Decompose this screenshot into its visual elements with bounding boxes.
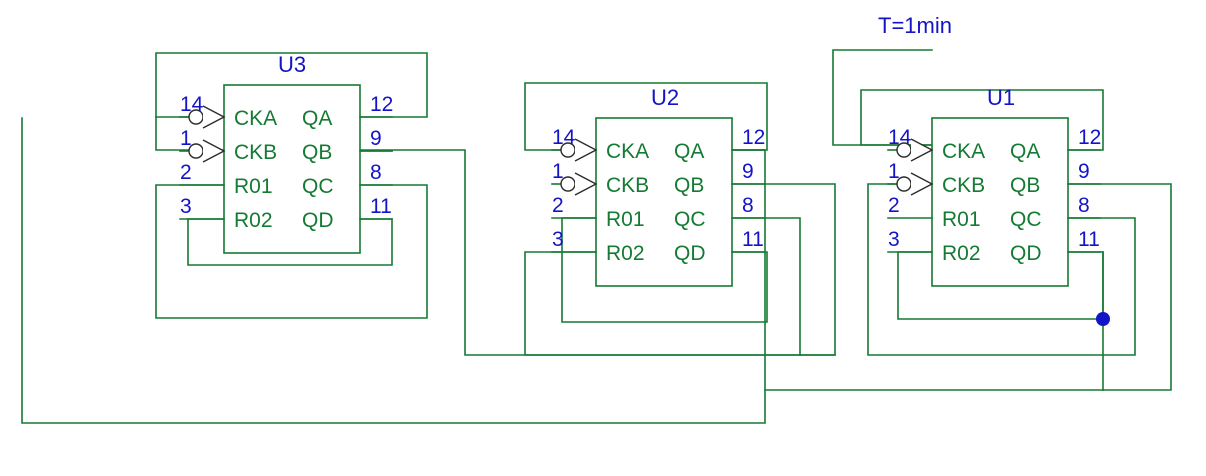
wire-u1-qd-to-r02: [1067, 251, 1104, 320]
pin-label-u1-r02: R02: [942, 242, 981, 265]
junction-dot-qb-u1-tap: [1096, 312, 1110, 326]
pin-number-u2-qc: 8: [742, 194, 754, 217]
pin-label-u1-qd: QD: [1010, 242, 1042, 265]
ic-body-u2: [595, 117, 733, 287]
pin-number-u1-ckb: 1: [888, 160, 900, 183]
pin-label-u1-qb: QB: [1010, 174, 1040, 197]
pin-label-u1-qa: QA: [1010, 140, 1040, 163]
pin-label-u2-qc: QC: [674, 208, 706, 231]
pin-number-u3-qa: 12: [370, 93, 393, 116]
component-layer: U3CKA14CKB1R012R023QA12QB9QC8QD11U2CKA14…: [179, 52, 1101, 287]
pin-label-u3-qa: QA: [302, 107, 332, 130]
wire-u1-qc-to-r01: [867, 183, 1136, 356]
pin-number-u3-cka: 14: [180, 93, 204, 116]
pin-label-u3-qd: QD: [302, 209, 334, 232]
pin-number-u2-r02: 3: [552, 228, 564, 251]
ic-body-u3: [223, 84, 361, 254]
pin-label-u3-r01: R01: [234, 175, 273, 198]
pin-label-u2-qa: QA: [674, 140, 704, 163]
pin-label-u2-qd: QD: [674, 242, 706, 265]
wire-u3-qa-feedback-to-cka: [155, 52, 428, 118]
pin-label-u2-ckb: CKB: [606, 174, 649, 197]
pin-label-u3-qb: QB: [302, 141, 332, 164]
pin-label-u1-cka: CKA: [942, 140, 985, 163]
pin-number-u3-r01: 2: [180, 161, 192, 184]
refdes-u2: U2: [651, 85, 679, 110]
pin-label-u2-qb: QB: [674, 174, 704, 197]
pin-label-u3-qc: QC: [302, 175, 334, 198]
wire-u1-qb-to-junction-bus: [1067, 183, 1172, 391]
pin-label-u2-cka: CKA: [606, 140, 649, 163]
pin-label-u3-cka: CKA: [234, 107, 277, 130]
pin-number-u1-qc: 8: [1078, 194, 1090, 217]
pin-number-u1-cka: 14: [888, 126, 912, 149]
pin-number-u2-qa: 12: [742, 126, 765, 149]
pin-label-u2-r02: R02: [606, 242, 645, 265]
clock-edge-icon-u3-ckb: [202, 139, 226, 163]
period-label: T=1min: [878, 13, 952, 38]
pin-number-u1-r02: 3: [888, 228, 900, 251]
pin-number-u3-qc: 8: [370, 161, 382, 184]
pin-number-u2-qb: 9: [742, 160, 754, 183]
clock-edge-icon-u2-ckb: [574, 172, 598, 196]
ic-body-u1: [931, 117, 1069, 287]
pin-number-u2-qd: 11: [742, 228, 764, 251]
wire-u3-qc-to-bus: [155, 184, 428, 319]
pin-number-u1-qd: 11: [1078, 228, 1100, 251]
pin-label-u1-r01: R01: [942, 208, 981, 231]
pin-number-u1-qb: 9: [1078, 160, 1090, 183]
clock-edge-icon-u3-cka: [202, 105, 226, 129]
pin-number-u3-qb: 9: [370, 127, 382, 150]
pin-label-u1-qc: QC: [1010, 208, 1042, 231]
refdes-u1: U1: [987, 85, 1015, 110]
pin-number-u3-r02: 3: [180, 195, 192, 218]
pin-label-u3-ckb: CKB: [234, 141, 277, 164]
clock-edge-icon-u1-ckb: [910, 172, 934, 196]
pin-label-u1-ckb: CKB: [942, 174, 985, 197]
pin-number-u3-qd: 11: [370, 195, 392, 218]
wire-u3-output-to-global-return: [21, 117, 766, 424]
clock-edge-icon-u1-cka: [910, 138, 934, 162]
refdes-u3: U3: [278, 52, 306, 77]
junction-layer: [1096, 312, 1110, 326]
annotation-layer: T=1min: [878, 13, 952, 38]
pin-number-u2-ckb: 1: [552, 160, 564, 183]
pin-number-u1-r01: 2: [888, 194, 900, 217]
pin-number-u2-cka: 14: [552, 126, 576, 149]
pin-label-u2-r01: R01: [606, 208, 645, 231]
pin-number-u3-ckb: 1: [180, 127, 192, 150]
pin-number-u1-qa: 12: [1078, 126, 1101, 149]
wire-clock-source-to-u1-cka: [832, 49, 933, 146]
pin-label-u3-r02: R02: [234, 209, 273, 232]
clock-edge-icon-u2-cka: [574, 138, 598, 162]
pin-number-u2-r01: 2: [552, 194, 564, 217]
